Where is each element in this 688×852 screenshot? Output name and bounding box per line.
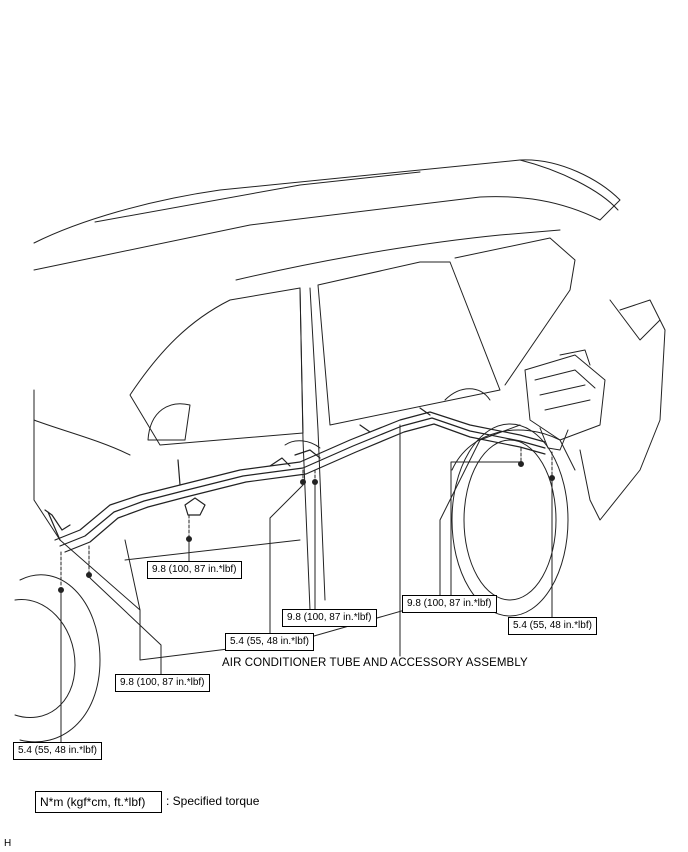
legend-description: : Specified torque: [166, 794, 260, 808]
vehicle-body: [33, 299, 666, 661]
ac-unit: [524, 349, 606, 451]
vehicle-windows: [129, 237, 576, 446]
assembly-label: AIR CONDITIONER TUBE AND ACCESSORY ASSEM…: [222, 657, 528, 669]
corner-code: H: [4, 838, 12, 849]
leader-lines: [60, 424, 553, 743]
ac-tube-assembly: [44, 407, 546, 553]
torque-callout-rear-bolt-b: 5.4 (55, 48 in.*lbf): [508, 617, 597, 635]
torque-callout-center-bolt-a: 9.8 (100, 87 in.*lbf): [282, 609, 377, 627]
legend-torque-unit-box: N*m (kgf*cm, ft.*lbf): [35, 791, 162, 813]
vehicle-roof: [33, 159, 621, 281]
torque-callout-center-bolt-b: 5.4 (55, 48 in.*lbf): [225, 633, 314, 651]
wheel-rear: [451, 423, 576, 617]
torque-callout-front-bolt-b: 5.4 (55, 48 in.*lbf): [13, 742, 102, 760]
torque-callout-front-bolt-a: 9.8 (100, 87 in.*lbf): [115, 674, 210, 692]
torque-callout-rear-bolt-a: 9.8 (100, 87 in.*lbf): [402, 595, 497, 613]
bolt-guides: [60, 447, 553, 588]
wheel-front: [14, 574, 101, 743]
torque-callout-front-floor-bolt: 9.8 (100, 87 in.*lbf): [147, 561, 242, 579]
